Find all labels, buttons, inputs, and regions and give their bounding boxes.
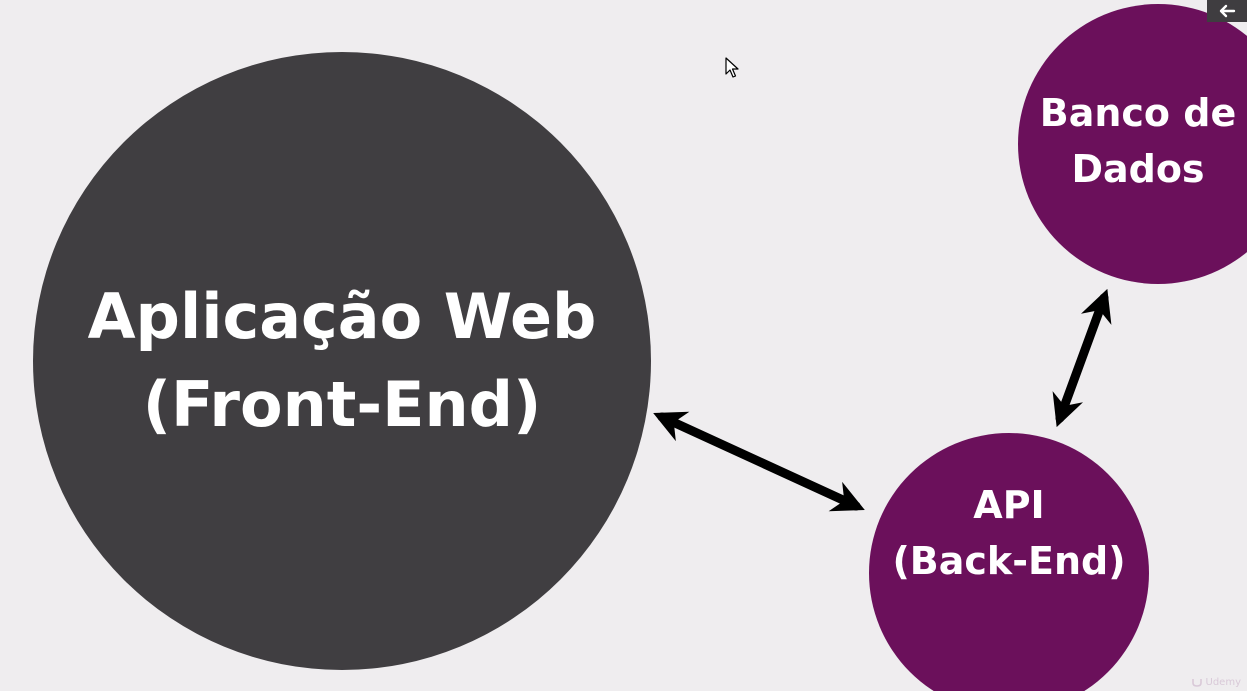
- frontend-node-line1: Aplicação Web: [87, 280, 597, 353]
- frontend-node-line2: (Front-End): [142, 368, 542, 441]
- mouse-pointer-icon: [725, 57, 739, 78]
- frontend-node: Aplicação Web (Front-End): [33, 52, 651, 670]
- database-node-line1: Banco de: [1039, 91, 1237, 135]
- arrow-frontend-api: [653, 411, 865, 512]
- back-button[interactable]: [1207, 0, 1247, 22]
- udemy-logo-icon: [1192, 679, 1203, 687]
- api-node-label: API (Back-End): [892, 477, 1125, 589]
- watermark-text: Udemy: [1205, 677, 1241, 688]
- database-node-label: Banco de Dados: [1040, 85, 1237, 197]
- api-node: API (Back-End): [869, 433, 1149, 691]
- database-node: Banco de Dados: [1018, 4, 1247, 284]
- frontend-node-label: Aplicação Web (Front-End): [88, 273, 597, 449]
- arrow-api-database: [1052, 288, 1112, 428]
- api-node-line1: API: [973, 483, 1045, 527]
- api-node-line2: (Back-End): [892, 539, 1126, 583]
- udemy-watermark: Udemy: [1192, 677, 1241, 688]
- back-arrow-icon: [1219, 4, 1236, 18]
- database-node-line2: Dados: [1071, 147, 1205, 191]
